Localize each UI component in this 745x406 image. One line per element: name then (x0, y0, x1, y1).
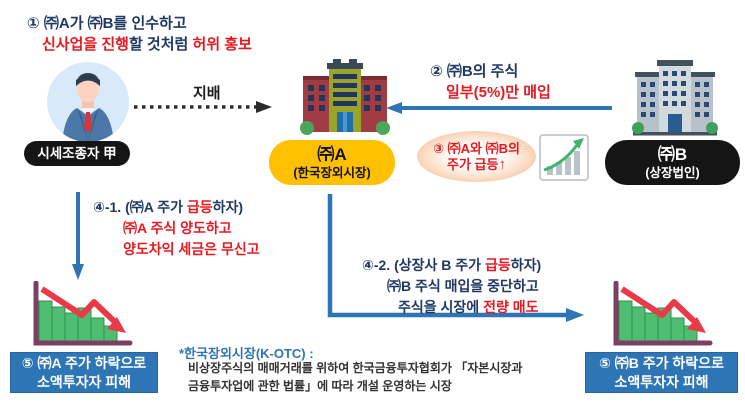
footnote-line2: 금융투자업에 관한 법률」에 따라 개설 운영하는 시장 (188, 378, 452, 393)
building-a-icon (300, 59, 390, 135)
result-b-box: ⑤ ㈜B 주가 하락으로 소액투자자 피해 (585, 352, 738, 393)
control-arrow-label: 지배 (193, 85, 221, 102)
result-b-line1: ⑤ ㈜B 주가 하락으로 (599, 354, 724, 371)
step3-bubble: ③ ㈜A와 ㈜B의 주가 급등↑ (417, 131, 536, 182)
step3-line2: 주가 급등↑ (447, 155, 506, 173)
result-a-line2: 소액투자자 피해 (36, 373, 132, 390)
result-a-line1: ⑤ ㈜A 주가 하락으로 (21, 354, 147, 371)
step4-2-line1: ④-2. (상장사 B 주가 급등하자) (362, 257, 542, 273)
manipulator-avatar-icon (47, 62, 129, 142)
sell-arrow-a-icon (72, 192, 84, 280)
footnote-body: 비상장주식의 매매거래를 위하여 한국금융투자협회가 「자본시장과 금융투자업에… (188, 360, 522, 395)
step4-1-text: ④-1. (㈜A 주가 급등하자) ㈜A 주식 양도하고 양도차익 세금은 무신… (93, 197, 260, 260)
buy-arrow-icon (386, 102, 612, 114)
step3-line1: ③ ㈜A와 ㈜B의 (433, 140, 520, 156)
step2-text: ② ㈜B의 주식 일부(5%)만 매입 (430, 61, 551, 103)
company-a-name: ㈜A (317, 144, 347, 164)
surge-up-arrow: ↑ (498, 155, 506, 173)
footnote-line1: 비상장주식의 매매거래를 위하여 한국금융투자협회가 「자본시장과 (188, 361, 523, 375)
chart-down-icon-b (613, 281, 713, 346)
step4-2-line3: 주식을 시장에 전량 매도 (398, 299, 539, 315)
control-dotted-arrow-icon (134, 101, 272, 113)
result-b-line2: 소액투자자 피해 (614, 373, 709, 390)
company-a-desc: (한국장외시장) (293, 165, 371, 180)
building-b-icon (632, 60, 718, 136)
manipulator-label: 시세조종자 甲 (24, 141, 130, 166)
step2-line2: 일부(5%)만 매입 (446, 84, 551, 101)
step1-line2: 신사업을 진행할 것처럼 허위 홍보 (42, 36, 252, 53)
chart-down-icon-a (33, 281, 133, 346)
company-b-name: ㈜B (657, 144, 688, 164)
company-b-desc: (상장법인) (645, 165, 700, 180)
step4-1-line3: 양도차익 세금은 무신고 (123, 241, 260, 257)
step1-text: ① ㈜A가 ㈜B를 인수하고 신사업을 진행할 것처럼 허위 홍보 (27, 13, 252, 55)
company-b-label: ㈜B (상장법인) (605, 140, 740, 185)
step4-2-line2: ㈜B 주식 매입을 중단하고 (387, 278, 539, 294)
step1-line1: ① ㈜A가 ㈜B를 인수하고 (27, 15, 187, 32)
step4-1-line1: ④-1. (㈜A 주가 급등하자) (93, 199, 244, 215)
chart-up-icon (539, 134, 589, 181)
step2-line1: ② ㈜B의 주식 (430, 63, 519, 80)
company-a-label: ㈜A (한국장외시장) (269, 140, 395, 185)
sell-arrow-b-icon (327, 194, 584, 322)
footnote-title: *한국장외시장(K-OTC) : (179, 346, 314, 361)
result-a-box: ⑤ ㈜A 주가 하락으로 소액투자자 피해 (10, 352, 158, 393)
step4-1-line2: ㈜A 주식 양도하고 (123, 220, 232, 236)
step4-2-text: ④-2. (상장사 B 주가 급등하자) ㈜B 주식 매입을 중단하고 주식을 … (362, 255, 541, 318)
